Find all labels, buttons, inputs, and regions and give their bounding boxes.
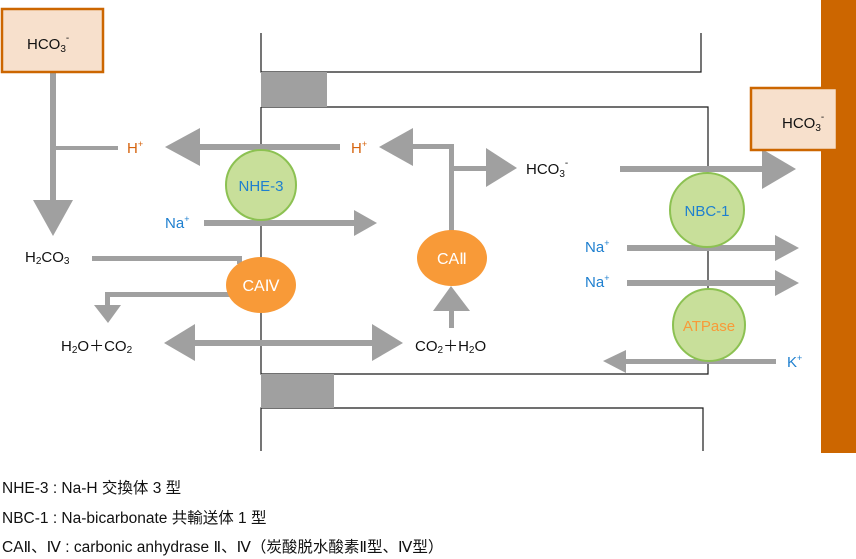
lumen-hco3-box: HCO3- xyxy=(0,7,105,74)
h-plus-join-line xyxy=(56,146,118,150)
ca4-to-h2o-co2-line-v xyxy=(105,292,110,306)
ca4-to-h2o-co2-head xyxy=(94,305,121,323)
arrow-nhe3-na-plus-shaft xyxy=(204,220,356,226)
svg-text:HCO3-: HCO3- xyxy=(782,112,824,134)
arrow-co2-diffusion-right-head xyxy=(372,324,403,361)
ca2-enzyme: CAⅡ xyxy=(417,230,487,286)
ca2-h-plus-line xyxy=(412,144,454,149)
co2-h2o-cell-label: CO2＋H2O xyxy=(415,338,486,356)
legend-nhe3: NHE-3 : Na-H 交換体 3 型 xyxy=(2,480,182,497)
na-plus-nhe3-label: Na+ xyxy=(165,214,189,232)
arrow-co2-diffusion-shaft xyxy=(192,340,374,346)
ca2-h-plus-head xyxy=(379,128,413,166)
ca2-label: CAⅡ xyxy=(437,251,467,268)
arrow-k-plus-head xyxy=(603,350,626,373)
tight-junction-upper xyxy=(261,72,327,107)
blood-hco3-box: HCO3- xyxy=(749,86,839,152)
tight-junction-lower xyxy=(261,374,334,408)
arrow-na-atpase-shaft xyxy=(627,280,777,286)
atpase-label: ATPase xyxy=(683,318,735,335)
nhe3-transporter: NHE-3 xyxy=(225,149,297,221)
ca2-hco3-line xyxy=(452,166,490,171)
h2co3-to-ca4-line-v xyxy=(237,256,242,264)
legend-ca: CAⅡ、Ⅳ : carbonic anhydrase Ⅱ、Ⅳ（炭酸脱水酸素Ⅱ型、… xyxy=(2,539,444,556)
arrow-nhe3-h-plus-head xyxy=(165,128,200,166)
nbc1-transporter: NBC-1 xyxy=(669,172,745,248)
arrow-hco3-to-blood-head xyxy=(762,149,796,189)
lower-cell-outline xyxy=(260,407,704,451)
ca2-up-line xyxy=(449,146,454,246)
arrow-k-plus-shaft xyxy=(626,359,776,364)
arrow-hco3-to-h2co3-head xyxy=(33,200,73,236)
na-plus-nbc1-label: Na+ xyxy=(585,238,609,256)
h2co3-label: H2CO3 xyxy=(25,249,70,267)
arrow-na-nbc-1-head xyxy=(775,235,799,261)
arrow-hco3-to-blood-shaft xyxy=(620,166,770,172)
k-plus-label: K+ xyxy=(787,353,802,371)
arrow-nhe3-h-plus-shaft xyxy=(195,144,340,150)
ca2-hco3-head xyxy=(486,148,517,187)
arrow-hco3-to-h2co3-shaft xyxy=(50,72,56,202)
ca4-label: CAⅣ xyxy=(243,278,280,295)
arrow-co2-diffusion-left-head xyxy=(164,324,195,361)
arrow-co2-to-ca2-head xyxy=(433,286,470,311)
arrow-co2-to-ca2-shaft xyxy=(449,308,454,328)
arrow-nhe3-na-plus-head xyxy=(354,210,377,236)
arrow-na-nbc-1-shaft xyxy=(627,245,777,251)
atpase-pump: ATPase xyxy=(672,288,746,362)
ca4-enzyme: CAⅣ xyxy=(226,257,296,313)
nbc1-label: NBC-1 xyxy=(684,203,729,220)
nhe3-label: NHE-3 xyxy=(238,178,283,195)
upper-cell-outline xyxy=(260,33,702,73)
arrow-na-atpase-head xyxy=(775,270,799,296)
legend-nbc1: NBC-1 : Na-bicarbonate 共輸送体 1 型 xyxy=(2,510,267,527)
hco3-cell-label: HCO3- xyxy=(526,158,568,180)
h-plus-cell-label: H+ xyxy=(351,139,367,157)
renal-tubule-bicarbonate-diagram: HCO3- HCO3- NHE-3 NBC-1 ATPase CAⅣ CAⅡ H… xyxy=(0,0,856,453)
h2o-co2-lumen-label: H2O＋CO2 xyxy=(61,338,133,356)
na-plus-atpase-label: Na+ xyxy=(585,273,609,291)
svg-text:HCO3-: HCO3- xyxy=(27,33,69,55)
blood-vessel xyxy=(821,0,856,453)
h2co3-to-ca4-line-h xyxy=(92,256,242,261)
h-plus-lumen-label: H+ xyxy=(127,139,143,157)
ca4-to-h2o-co2-line-h xyxy=(105,292,235,297)
